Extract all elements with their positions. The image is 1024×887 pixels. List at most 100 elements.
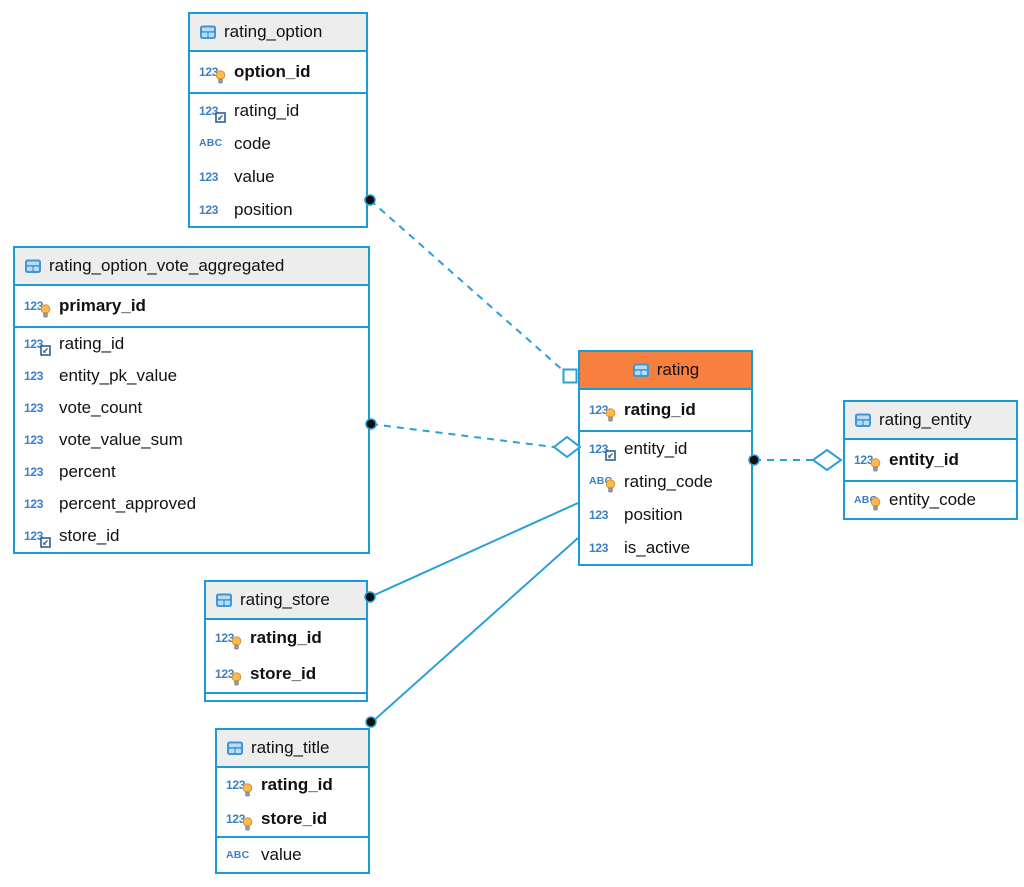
column-row-position[interactable]: 123 position <box>580 498 751 531</box>
column-row-rating-id[interactable]: 123 rating_id <box>217 768 368 802</box>
column-row-rating-id[interactable]: 123 rating_id <box>206 620 366 656</box>
numeric-type-icon: 123 <box>199 105 227 123</box>
column-name: percent_approved <box>59 494 197 513</box>
column-row-rating-id[interactable]: 123 rating_id <box>580 390 751 430</box>
table-title: rating <box>656 360 700 379</box>
numeric-type-icon: 123 <box>24 401 44 415</box>
column-name: entity_code <box>889 490 976 509</box>
table-header[interactable]: rating <box>580 352 751 390</box>
column-row-store-id[interactable]: 123 store_id <box>15 520 368 552</box>
table-header[interactable]: rating_entity <box>845 402 1016 440</box>
relation-rating-store-to-rating[interactable] <box>364 502 579 603</box>
numeric-type-icon: 123 <box>215 668 243 686</box>
foreign-key-icon <box>40 537 51 548</box>
primary-key-icon <box>231 636 242 650</box>
column-name: primary_id <box>59 296 146 315</box>
table-header[interactable]: rating_title <box>217 730 368 768</box>
column-row-rating-id[interactable]: 123 rating_id <box>190 94 366 127</box>
column-name: position <box>234 199 293 219</box>
relation-line[interactable] <box>370 537 579 724</box>
column-row-primary-id[interactable]: 123 primary_id <box>15 286 368 326</box>
column-name: value <box>261 845 302 864</box>
text-type-icon: ABC <box>226 848 250 861</box>
column-row-rating-id[interactable]: 123 rating_id <box>15 328 368 360</box>
column-name: entity_pk_value <box>59 366 178 385</box>
column-row-store-id[interactable]: 123 store_id <box>206 656 366 692</box>
column-row-entity-id[interactable]: 123 entity_id <box>845 440 1016 480</box>
column-name: percent <box>59 462 116 481</box>
open-diamond-terminal-icon <box>811 448 843 472</box>
relation-rating-to-rating-entity[interactable] <box>748 448 843 472</box>
table-icon <box>216 593 232 607</box>
entity-table-rating-title[interactable]: rating_title 123 rating_id 123 store_id … <box>215 728 370 874</box>
table-icon <box>227 741 243 755</box>
column-row-entity-pk-value[interactable]: 123 entity_pk_value <box>15 360 368 392</box>
entity-table-rating[interactable]: rating 123 rating_id 123 entity_id ABC <box>578 350 753 566</box>
relation-line[interactable] <box>369 502 579 598</box>
numeric-type-icon: 123 <box>24 369 44 383</box>
column-name: option_id <box>234 62 311 81</box>
numeric-type-icon: 123 <box>24 338 52 356</box>
column-row-store-id[interactable]: 123 store_id <box>217 802 368 836</box>
column-row-rating-code[interactable]: ABC rating_code <box>580 465 751 498</box>
numeric-type-icon: 123 <box>24 530 52 548</box>
numeric-type-icon: 123 <box>199 202 219 217</box>
column-name: rating_id <box>624 400 696 419</box>
column-name: rating_id <box>261 775 333 794</box>
column-row-percent-approved[interactable]: 123 percent_approved <box>15 488 368 520</box>
column-row-code[interactable]: ABC code <box>190 127 366 160</box>
primary-key-icon <box>242 783 253 797</box>
relation-vote-aggregated-to-rating[interactable] <box>365 418 582 459</box>
entity-table-rating-entity[interactable]: rating_entity 123 entity_id ABC entity_c… <box>843 400 1018 520</box>
table-icon <box>25 259 41 273</box>
column-name: rating_id <box>250 628 322 647</box>
column-row-value[interactable]: 123 value <box>190 160 366 193</box>
column-name: code <box>234 133 271 153</box>
relation-line[interactable] <box>369 199 567 374</box>
text-type-icon: ABC <box>589 476 617 493</box>
relation-rating-title-to-rating[interactable] <box>365 537 579 728</box>
relation-line[interactable] <box>370 423 555 448</box>
column-row-position[interactable]: 123 position <box>190 193 366 226</box>
numeric-type-icon: 123 <box>24 465 44 479</box>
table-icon <box>200 25 216 39</box>
table-header[interactable]: rating_store <box>206 582 366 620</box>
numeric-type-icon: 123 <box>24 433 44 447</box>
column-row-entity-code[interactable]: ABC entity_code <box>845 482 1016 518</box>
table-icon <box>632 363 649 377</box>
column-name: store_id <box>250 664 317 683</box>
column-name: store_id <box>261 809 328 828</box>
entity-table-rating-option-vote-aggregated[interactable]: rating_option_vote_aggregated 123 primar… <box>13 246 370 554</box>
table-header[interactable]: rating_option <box>190 14 366 52</box>
numeric-type-icon: 123 <box>226 813 254 831</box>
primary-key-icon <box>870 458 881 472</box>
open-square-terminal-icon <box>562 368 578 384</box>
column-row-value[interactable]: ABC value <box>217 838 368 872</box>
table-title: rating_title <box>251 738 330 757</box>
table-header[interactable]: rating_option_vote_aggregated <box>15 248 368 286</box>
numeric-type-icon: 123 <box>589 507 609 522</box>
entity-table-rating-option[interactable]: rating_option 123 option_id 123 rating_i… <box>188 12 368 228</box>
unique-key-icon <box>870 497 881 511</box>
primary-key-icon <box>605 408 616 422</box>
column-name: entity_id <box>624 438 688 458</box>
column-row-is-active[interactable]: 123 is_active <box>580 531 751 564</box>
column-row-percent[interactable]: 123 percent <box>15 456 368 488</box>
entity-table-rating-store[interactable]: rating_store 123 rating_id 123 store_id <box>204 580 368 702</box>
unique-key-icon <box>605 478 616 493</box>
table-icon <box>855 413 871 427</box>
primary-key-icon <box>40 304 51 318</box>
foreign-key-icon <box>605 449 616 461</box>
primary-key-icon <box>231 672 242 686</box>
column-row-option-id[interactable]: 123 option_id <box>190 52 366 92</box>
open-diamond-terminal-icon <box>552 435 582 459</box>
column-name: is_active <box>624 537 691 557</box>
column-row-entity-id[interactable]: 123 entity_id <box>580 432 751 465</box>
relation-rating-option-to-rating[interactable] <box>364 194 578 384</box>
numeric-type-icon: 123 <box>199 169 219 184</box>
column-name: rating_id <box>59 334 125 353</box>
table-title: rating_entity <box>879 410 972 429</box>
table-title: rating_store <box>240 590 330 609</box>
column-row-vote-count[interactable]: 123 vote_count <box>15 392 368 424</box>
column-row-vote-value-sum[interactable]: 123 vote_value_sum <box>15 424 368 456</box>
